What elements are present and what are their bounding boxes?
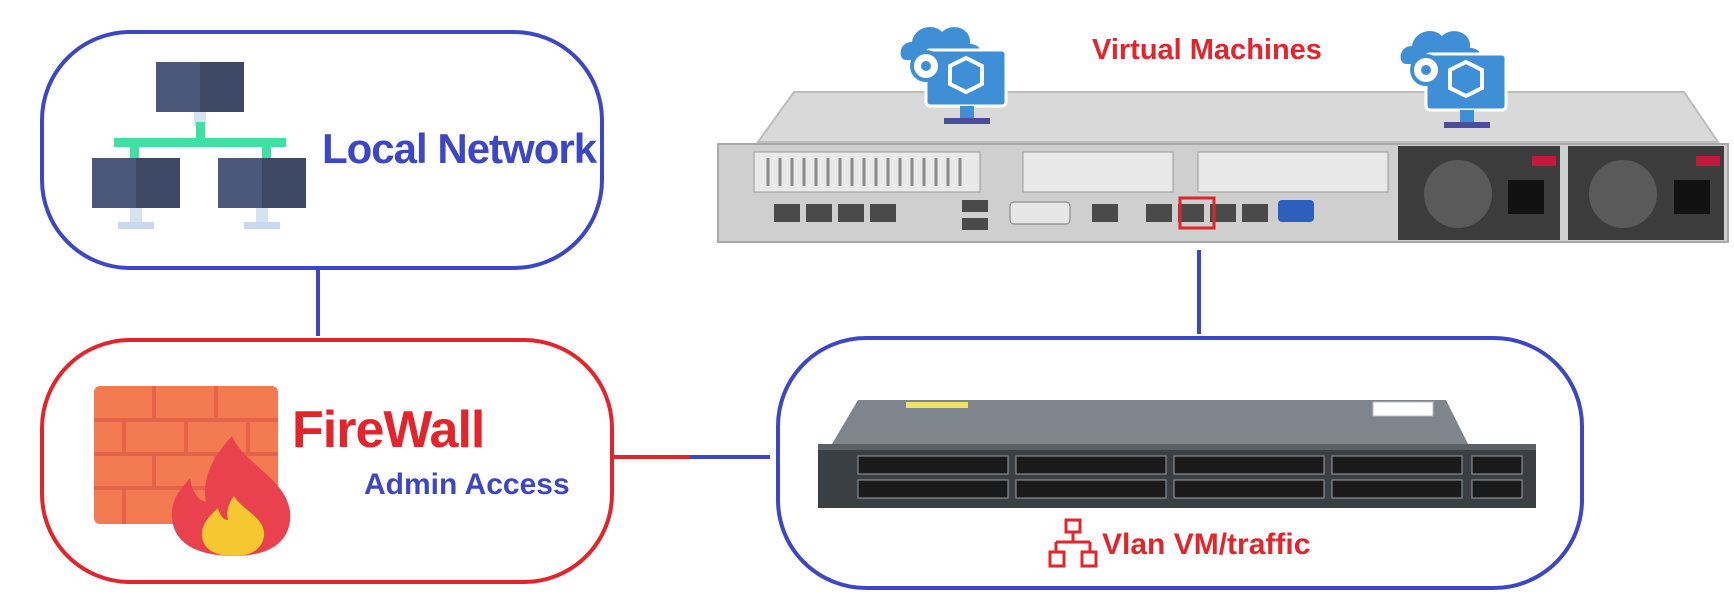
cloud-vm-icon [900,27,1008,124]
local-network-label: Local Network [322,125,597,172]
network-topology-icon [92,62,306,229]
local-network-box [40,30,604,270]
cloud-vm-icon [1400,31,1508,128]
network-switch-icon [818,400,1536,508]
vlan-label: Vlan VM/traffic [1102,528,1311,561]
server-rack-icon [717,91,1729,243]
lan-icon [1048,518,1098,568]
virtual-machines-label: Virtual Machines [1092,34,1322,66]
firewall-label: FireWall [292,401,485,459]
firewall-box [40,338,614,584]
switch-box [776,336,1584,590]
firewall-icon [94,386,291,556]
firewall-sublabel: Admin Access [364,468,570,501]
